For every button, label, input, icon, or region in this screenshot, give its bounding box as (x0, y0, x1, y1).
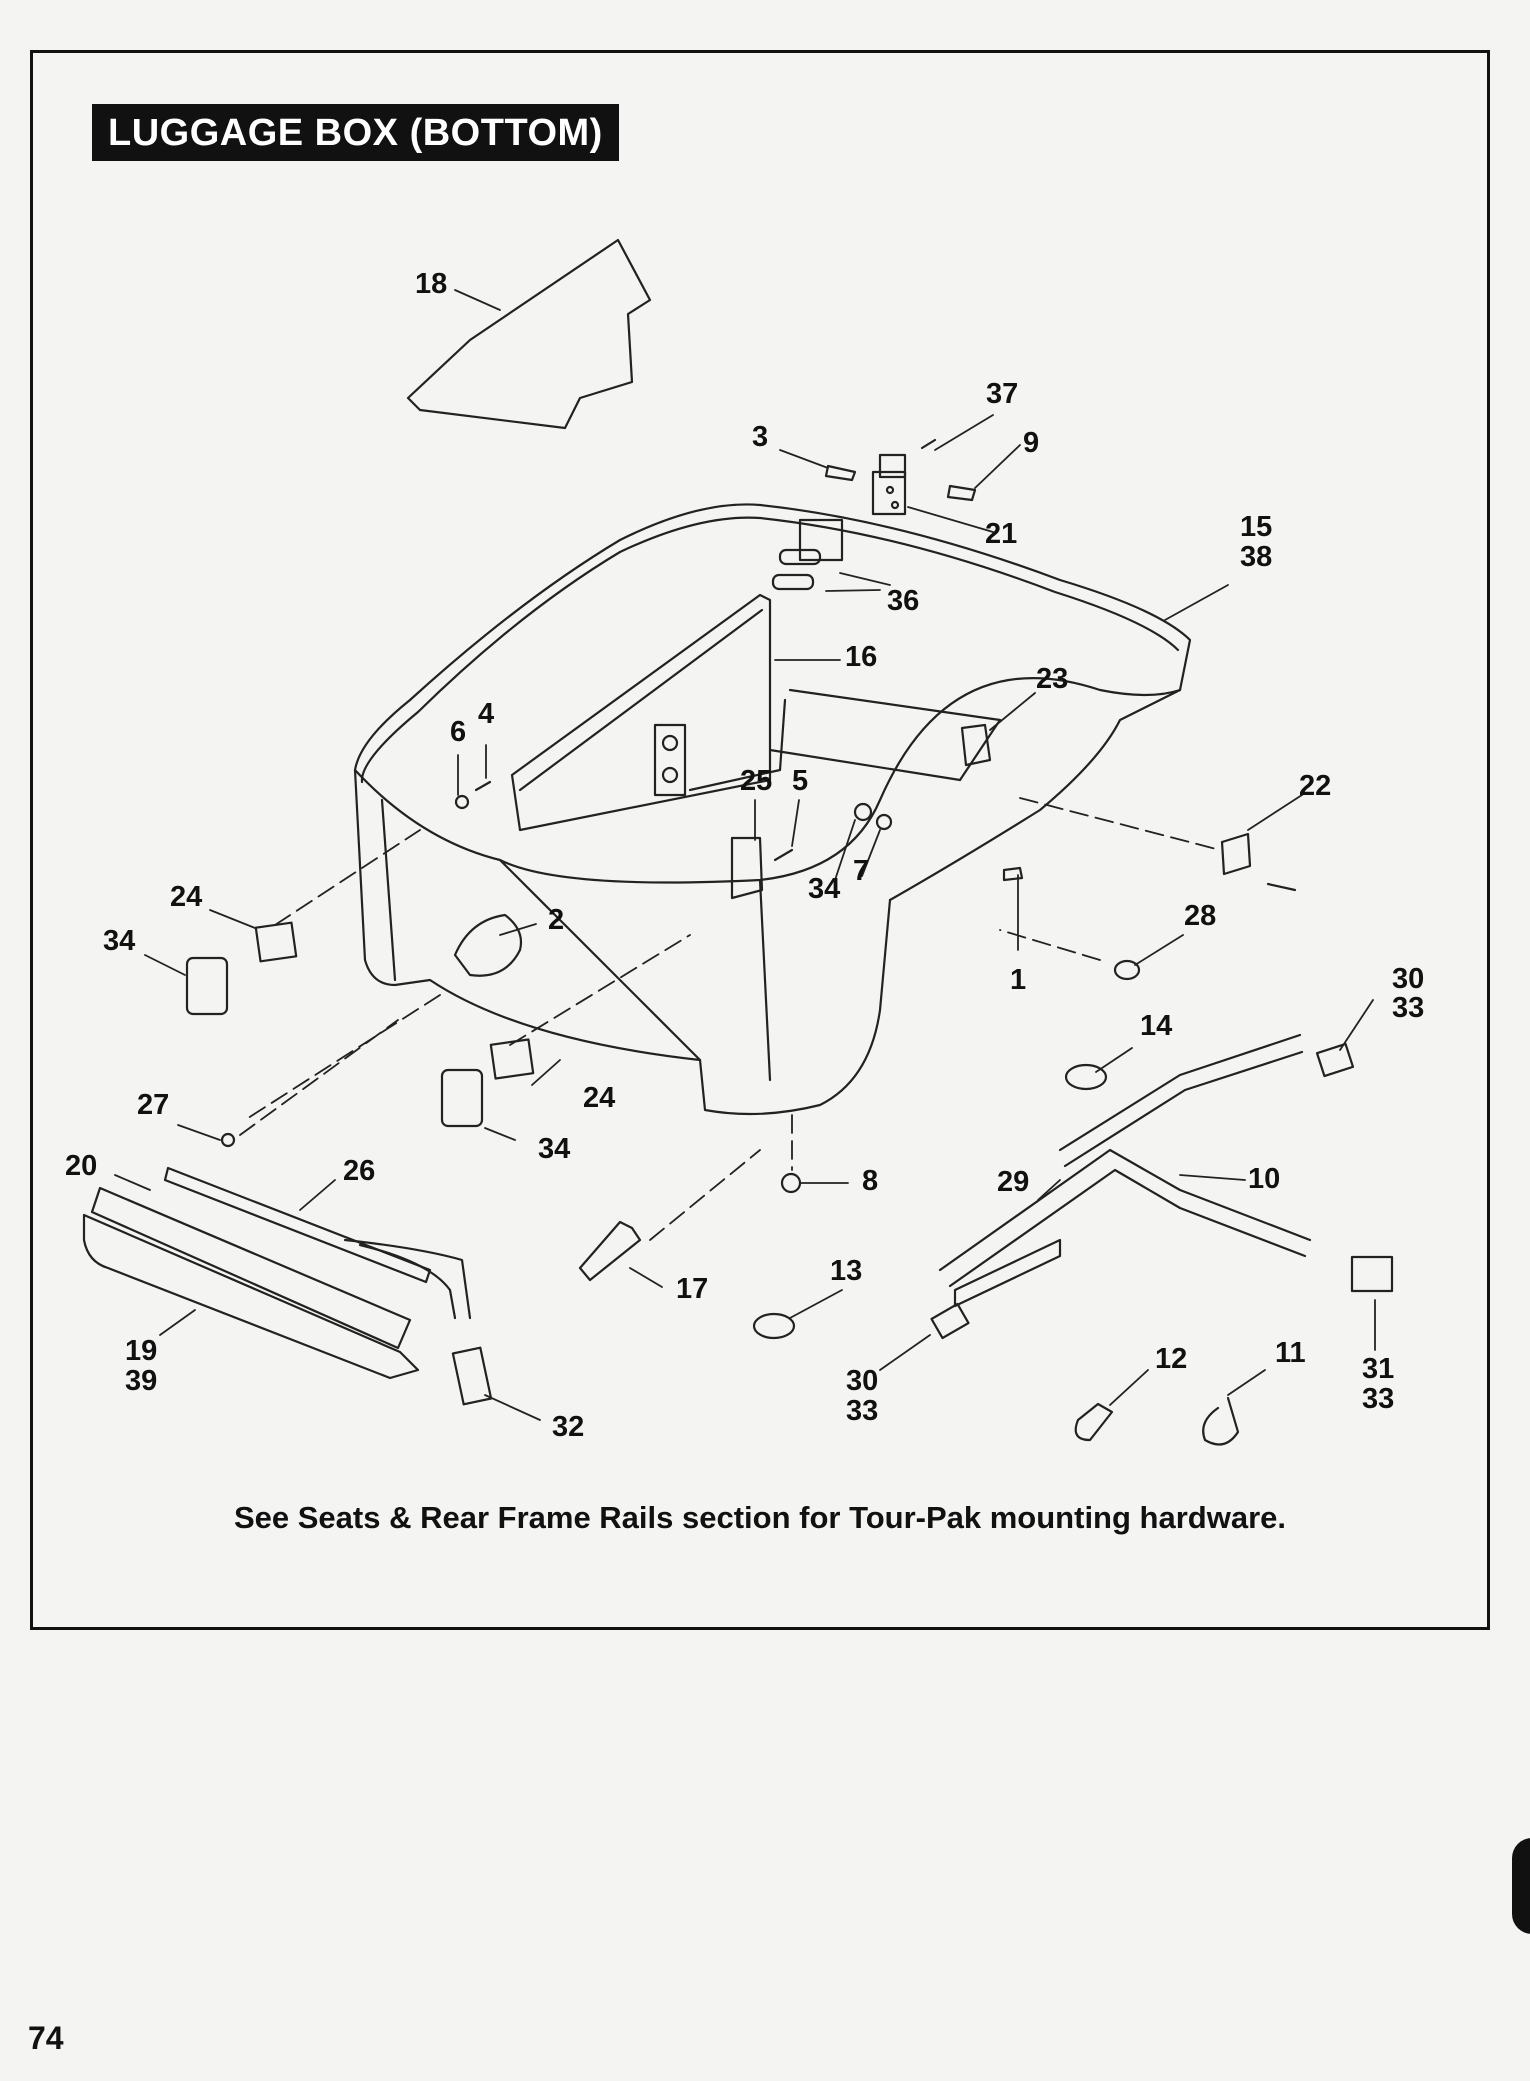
callout-20: 20 (65, 1150, 97, 1182)
diagram-frame (30, 50, 1490, 1630)
callout-31: 31 (1362, 1353, 1394, 1385)
part-13-plug (752, 1312, 796, 1340)
callout-8: 8 (862, 1165, 878, 1197)
part-26-bracket (163, 1166, 432, 1284)
callout-11: 11 (1275, 1337, 1306, 1369)
part-24-pad-right (489, 1038, 535, 1080)
callout-7: 7 (853, 855, 869, 887)
callout-39: 39 (125, 1365, 157, 1397)
part-1-screw (1002, 866, 1024, 882)
part-27-nut (220, 1132, 236, 1148)
callout-30-top: 30 (1392, 963, 1424, 995)
callout-18: 18 (415, 268, 447, 300)
callout-6: 6 (450, 716, 466, 748)
part-16-divider (510, 593, 772, 832)
part-36-plates (771, 518, 844, 591)
callout-34-inner: 34 (808, 873, 840, 905)
callout-30-bottom: 30 (846, 1365, 878, 1397)
part-20-lamp-board (90, 1186, 412, 1350)
callout-38: 38 (1240, 541, 1272, 573)
callout-2: 2 (548, 904, 564, 936)
part-15-luggage-box (353, 503, 1192, 1116)
part-8-nut (780, 1172, 802, 1194)
callout-28: 28 (1184, 900, 1216, 932)
part-34-bumper-right (440, 1068, 484, 1128)
part-34-nut-inner (853, 802, 873, 822)
part-14-plug (1064, 1063, 1108, 1091)
callout-4: 4 (478, 698, 494, 730)
callout-1: 1 (1010, 964, 1026, 996)
callout-23: 23 (1036, 663, 1068, 695)
part-26-wires (343, 1238, 472, 1320)
part-9-bushing (946, 484, 977, 502)
callout-12: 12 (1155, 1343, 1187, 1375)
page-number: 74 (28, 2020, 64, 2056)
callout-22: 22 (1299, 770, 1331, 802)
callout-16: 16 (845, 641, 877, 673)
callout-37: 37 (986, 378, 1018, 410)
part-28-grommet (1113, 959, 1141, 981)
part-29-harness (930, 1033, 1394, 1340)
part-24-pad-left (254, 921, 298, 963)
part-12-clamp (1074, 1402, 1114, 1442)
callout-17: 17 (676, 1273, 708, 1305)
callout-26: 26 (343, 1155, 375, 1187)
callout-27: 27 (137, 1089, 169, 1121)
callout-25: 25 (740, 765, 772, 797)
callout-33-bottom: 33 (846, 1395, 878, 1427)
part-25-block (730, 836, 764, 900)
callout-10: 10 (1248, 1163, 1280, 1195)
section-tab-marker (1512, 1838, 1530, 1934)
callout-24-right: 24 (583, 1082, 615, 1114)
page-title: LUGGAGE BOX (BOTTOM) (92, 104, 619, 161)
part-2-lock (453, 913, 523, 977)
part-21-hinge (871, 453, 907, 516)
callout-34-right: 34 (538, 1133, 570, 1165)
part-37-pin (920, 438, 937, 450)
callout-32: 32 (552, 1411, 584, 1443)
callout-15: 15 (1240, 511, 1272, 543)
callout-19: 19 (125, 1335, 157, 1367)
part-32-connector (451, 1346, 493, 1406)
callout-9: 9 (1023, 427, 1039, 459)
callout-13: 13 (830, 1255, 862, 1287)
part-17-clip (578, 1220, 642, 1282)
callout-21: 21 (985, 518, 1017, 550)
part-23-bracket (960, 723, 992, 767)
part-22-screw (1266, 882, 1297, 892)
callout-29: 29 (997, 1166, 1029, 1198)
callout-24-left: 24 (170, 881, 202, 913)
callout-36: 36 (887, 585, 919, 617)
callout-5: 5 (792, 765, 808, 797)
part-34-bumper-left (185, 956, 229, 1016)
part-6-nut (454, 794, 470, 810)
callout-33-top: 33 (1392, 992, 1424, 1024)
callout-33-right: 33 (1362, 1383, 1394, 1415)
part-3-screw (824, 464, 857, 482)
callout-34-left: 34 (103, 925, 135, 957)
part-4-screw (474, 780, 492, 792)
callout-3: 3 (752, 421, 768, 453)
footnote: See Seats & Rear Frame Rails section for… (233, 1500, 1286, 1535)
callout-14: 14 (1140, 1010, 1172, 1042)
part-5-screw (773, 848, 794, 862)
part-11-clamp (1202, 1396, 1240, 1446)
part-18-liner (406, 238, 652, 430)
part-22-plate (1220, 832, 1252, 876)
part-19-housing (82, 1213, 420, 1380)
part-7-washer (875, 813, 893, 831)
